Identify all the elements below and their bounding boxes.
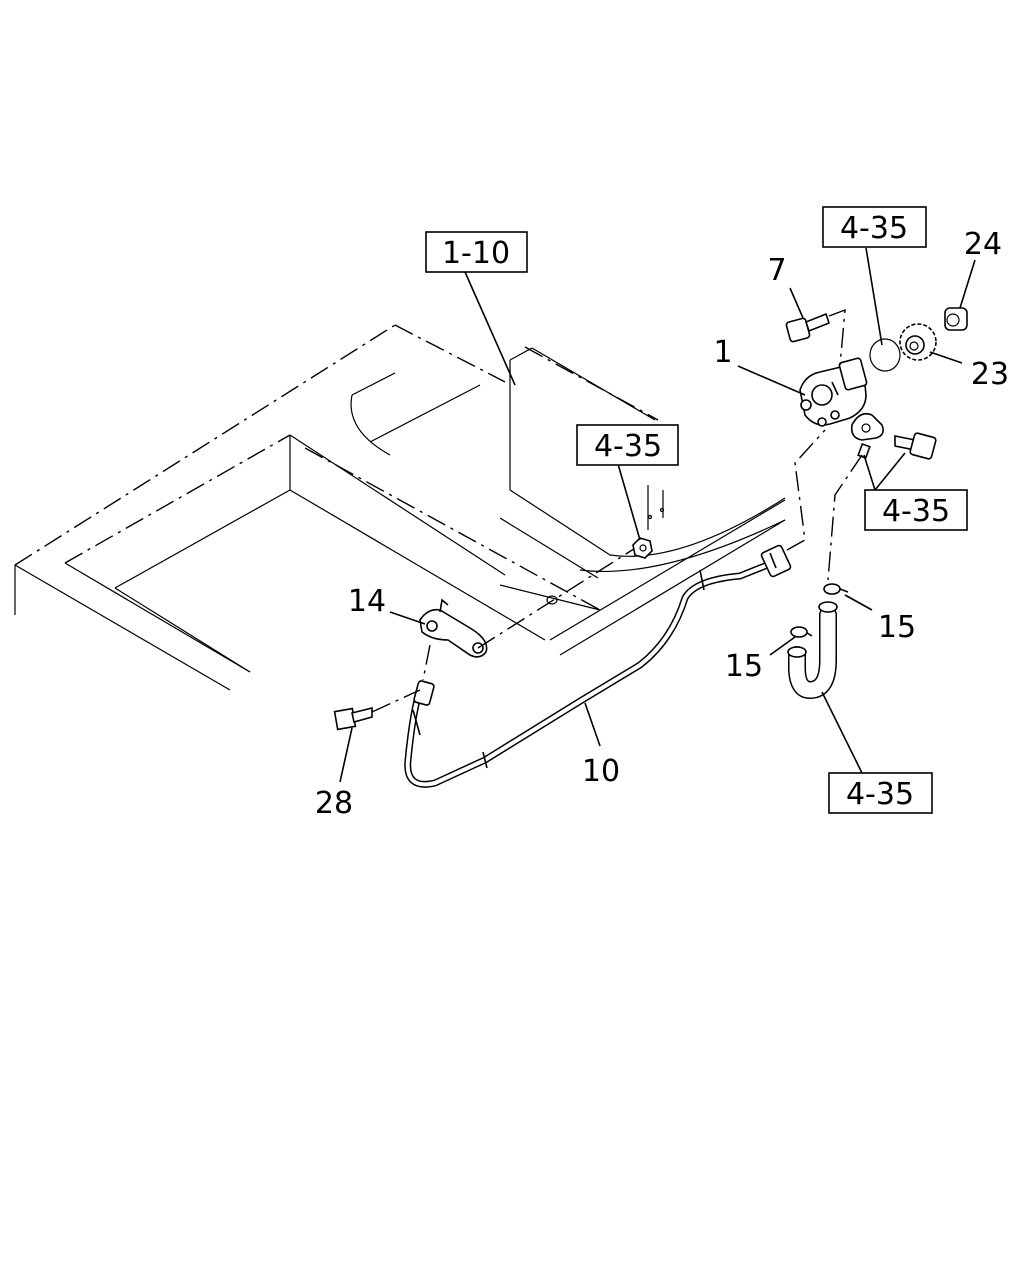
part-label-28: 28 (315, 786, 353, 821)
part-label-1: 1 (713, 335, 732, 370)
bracket (419, 598, 488, 658)
clamp-right (823, 583, 849, 595)
chassis-frame (14, 324, 786, 691)
clamp-left (790, 626, 813, 638)
bolt-7 (785, 308, 846, 366)
banjo-fitting (850, 412, 884, 460)
tank-nut (632, 485, 665, 559)
fuel-pipe (404, 429, 826, 788)
reference-label-4-35-top: 4-35 (840, 211, 908, 246)
hose (787, 601, 838, 700)
part-label-14: 14 (348, 584, 386, 619)
part-label-15-left: 15 (725, 649, 763, 684)
leader-lines (339, 247, 976, 783)
part-label-15-right: 15 (878, 610, 916, 645)
pipe-fitting-left (412, 680, 435, 736)
reference-box-4-35-bottom: 4-35 (828, 772, 933, 814)
part-label-24: 24 (964, 227, 1002, 262)
part-label-23: 23 (971, 357, 1009, 392)
reference-label-4-35-mid: 4-35 (594, 429, 662, 464)
reference-label-4-35-bottom: 4-35 (846, 777, 914, 812)
nut-24 (944, 307, 968, 331)
part-label-7: 7 (767, 253, 786, 288)
pipe-fitting-right (760, 544, 792, 578)
gear-23 (899, 323, 937, 361)
reference-box-4-35-right: 4-35 (864, 489, 968, 531)
gasket (869, 338, 901, 372)
reference-box-4-35-top: 4-35 (822, 206, 927, 248)
part-label-10: 10 (582, 754, 620, 789)
banjo-bolt (894, 432, 937, 460)
reference-label-4-35-right: 4-35 (882, 494, 950, 529)
bolt-28 (333, 689, 421, 731)
pump (799, 357, 868, 427)
reference-label-1-10: 1-10 (442, 236, 510, 271)
reference-box-1-10: 1-10 (425, 231, 528, 273)
reference-box-4-35-mid: 4-35 (576, 424, 679, 466)
